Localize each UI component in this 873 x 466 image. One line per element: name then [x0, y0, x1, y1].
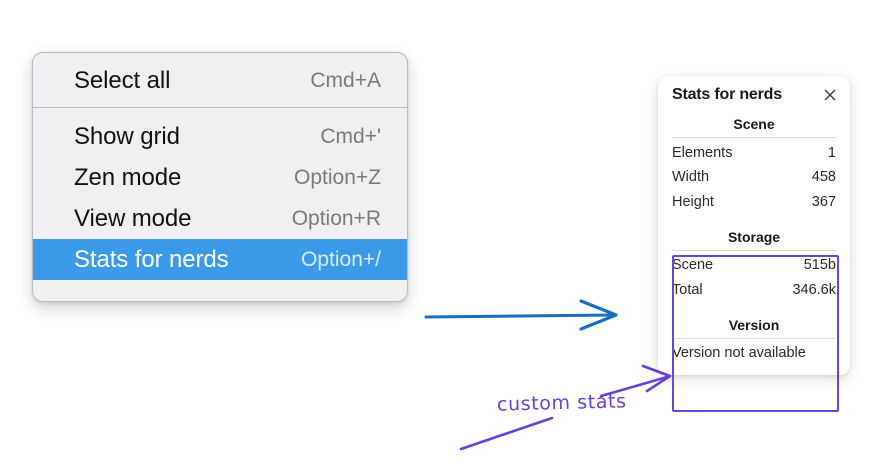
stats-panel-body: Scene Elements 1 Width 458 Height 367 S: [658, 114, 850, 363]
close-icon[interactable]: [822, 87, 838, 103]
menu-item-shortcut: Option+/: [301, 247, 381, 271]
menu-item-shortcut: Cmd+': [320, 124, 381, 148]
menu-item-label: Zen mode: [74, 163, 182, 191]
menu-item-label: Show grid: [74, 122, 180, 150]
blue-arrow-icon: [424, 299, 618, 331]
custom-stats-annotation: custom stats: [496, 390, 627, 416]
stats-section-version: Version Version not available: [658, 315, 850, 363]
menu-group-1: Select all Cmd+A: [33, 53, 407, 107]
menu-item-label: View mode: [74, 204, 192, 232]
section-divider: [672, 249, 836, 251]
menu-item-stats-for-nerds[interactable]: Stats for nerds Option+/: [33, 239, 407, 280]
menu-footer: [33, 280, 407, 301]
version-note: Version not available: [672, 344, 806, 361]
menu-item-label: Stats for nerds: [74, 245, 229, 273]
stat-row: Scene 515b: [672, 254, 836, 279]
stat-key: Width: [672, 169, 710, 186]
stat-row: Height 367: [672, 190, 836, 215]
menu-separator: [33, 107, 407, 108]
section-divider: [672, 137, 836, 138]
section-heading: Version: [728, 316, 780, 333]
section-heading: Scene: [733, 116, 775, 132]
menu-item-view-mode[interactable]: View mode Option+R: [33, 198, 407, 239]
menu-item-zen-mode[interactable]: Zen mode Option+Z: [33, 157, 407, 198]
purple-underline-stroke: [459, 416, 554, 451]
section-gap: [658, 303, 850, 315]
menu-group-2: Show grid Cmd+' Zen mode Option+Z View m…: [33, 108, 407, 280]
stat-value: 367: [811, 193, 836, 210]
stat-row: Width 458: [672, 166, 836, 191]
section-divider: [672, 337, 836, 339]
stat-value: 1: [827, 144, 836, 161]
section-gap: [658, 215, 850, 227]
stats-panel-header: Stats for nerds: [658, 86, 850, 104]
stat-key: Height: [672, 193, 714, 210]
stats-for-nerds-panel: Stats for nerds Scene Elements 1 Width 4…: [658, 76, 850, 375]
stat-key: Scene: [672, 257, 714, 274]
stat-value: 346.6k: [792, 281, 836, 298]
section-heading: Storage: [727, 228, 781, 245]
menu-item-shortcut: Cmd+A: [310, 68, 381, 92]
stat-row: Elements 1: [672, 141, 836, 166]
stat-value: 515b: [803, 257, 836, 274]
context-menu: Select all Cmd+A Show grid Cmd+' Zen mod…: [32, 52, 408, 302]
menu-item-shortcut: Option+R: [291, 206, 381, 230]
stat-key: Elements: [672, 144, 733, 161]
stats-section-storage: Storage Scene 515b Total 346.6k: [658, 227, 850, 303]
stats-section-scene: Scene Elements 1 Width 458 Height 367: [658, 114, 850, 215]
stat-value: 458: [811, 169, 836, 186]
stats-panel-title: Stats for nerds: [672, 86, 782, 103]
menu-item-shortcut: Option+Z: [294, 165, 381, 189]
menu-item-show-grid[interactable]: Show grid Cmd+': [33, 116, 407, 157]
menu-item-select-all[interactable]: Select all Cmd+A: [33, 60, 407, 101]
menu-item-label: Select all: [74, 66, 171, 94]
stat-key: Total: [672, 281, 703, 298]
stat-row: Total 346.6k: [672, 278, 836, 303]
